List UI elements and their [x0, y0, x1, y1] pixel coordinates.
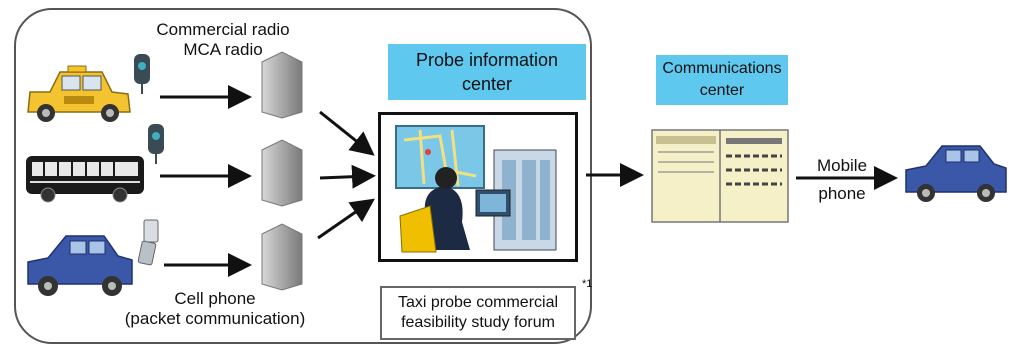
radio-label-line1: Commercial radio: [156, 20, 290, 39]
flow-arrows: [160, 85, 898, 277]
radio-label: Commercial radio MCA radio: [128, 20, 318, 60]
building-icon: [261, 51, 303, 119]
radio-label-line2: MCA radio: [183, 40, 263, 59]
mobile-label-line2: phone: [818, 184, 866, 203]
arrow-building1-to-center: [319, 110, 375, 156]
communications-panel-icon: [651, 129, 789, 223]
taxi-icon: [27, 65, 131, 122]
radio-handset-icon: [134, 54, 150, 94]
footnote-marker: *1: [582, 278, 593, 290]
blue-car-icon: [27, 235, 133, 296]
arrow-building2-to-center: [319, 164, 376, 189]
forum-line2: feasibility study forum: [401, 314, 555, 331]
blue-car-icon: [905, 145, 1007, 202]
forum-box: Taxi probe commercial feasibility study …: [380, 286, 576, 340]
probe-center-line1: Probe information: [415, 50, 559, 70]
mobile-phone-label: Mobile phone: [802, 152, 882, 208]
probe-center-label: Probe information center: [388, 44, 586, 100]
mobile-label-line1: Mobile: [816, 156, 868, 175]
building-icon: [261, 139, 303, 207]
arrow-building3-to-center: [317, 198, 375, 240]
cell-phone-icon: [137, 219, 159, 266]
bus-icon: [26, 156, 144, 203]
communications-center-label: Communications center: [656, 55, 788, 105]
forum-line1: Taxi probe commercial: [397, 294, 559, 311]
probe-center-line2: center: [461, 74, 513, 94]
cell-label-line2: (packet communication): [124, 309, 306, 328]
radio-handset-icon: [148, 124, 164, 164]
building-icon: [261, 223, 303, 291]
comm-center-line1: Communications: [662, 60, 782, 77]
cell-phone-label: Cell phone (packet communication): [80, 289, 350, 329]
comm-center-line2: center: [699, 82, 745, 99]
operator-computer-icon: [395, 125, 557, 253]
cell-label-line1: Cell phone: [174, 289, 256, 308]
